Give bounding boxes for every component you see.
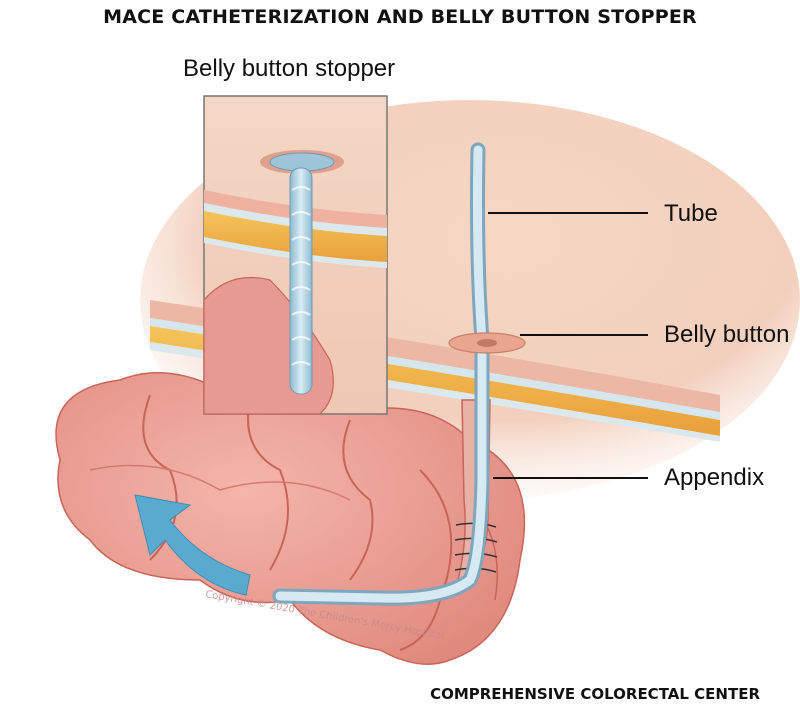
inset-title: Belly button stopper [183, 55, 396, 82]
diagram-title: MACE CATHETERIZATION AND BELLY BUTTON ST… [103, 6, 697, 28]
leader-lines [488, 212, 648, 479]
footer-text: COMPREHENSIVE COLORECTAL CENTER [430, 685, 760, 703]
label-tube: Tube [664, 200, 718, 227]
label-appendix: Appendix [664, 464, 765, 491]
arrow-icon [134, 494, 251, 596]
inset-panel [203, 95, 388, 415]
label-belly-button: Belly button [664, 321, 790, 348]
